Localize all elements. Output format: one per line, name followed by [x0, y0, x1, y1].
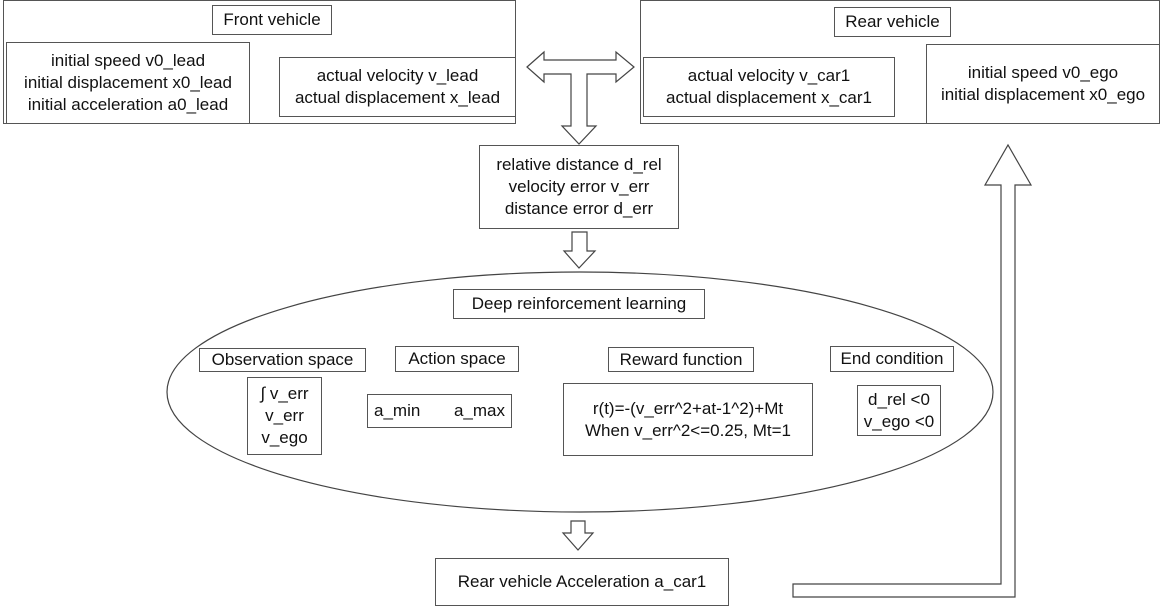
front-vehicle-title: Front vehicle: [212, 5, 332, 35]
end-d-rel: d_rel <0: [868, 389, 930, 409]
action-min: a_min: [374, 401, 421, 420]
feedback-arrow: [792, 143, 1033, 598]
front-initial-acceleration: initial acceleration a0_lead: [27, 95, 229, 114]
front-initial-displacement: initial displacement x0_lead: [24, 73, 232, 92]
action-space-box: a_min a_max: [367, 394, 512, 428]
obs-integral-v-err: ∫ v_err: [260, 384, 309, 403]
reward-condition: When v_err^2<=0.25, Mt=1: [585, 420, 791, 440]
errors-down-arrow: [562, 231, 597, 269]
drl-down-arrow: [561, 520, 595, 551]
rear-actual-box: actual velocity v_car1 actual displaceme…: [643, 57, 895, 117]
rear-actual-velocity: actual velocity v_car1: [687, 66, 851, 85]
front-actual-box: actual velocity v_lead actual displaceme…: [279, 57, 516, 117]
front-initial-box: initial speed v0_lead initial displaceme…: [6, 42, 250, 124]
rear-initial-speed: initial speed v0_ego: [967, 63, 1119, 82]
observation-space-label: Observation space: [199, 348, 366, 372]
action-max: a_max: [453, 401, 505, 420]
output-box: Rear vehicle Acceleration a_car1: [435, 558, 729, 606]
end-v-ego: v_ego <0: [863, 411, 935, 431]
drl-title: Deep reinforcement learning: [453, 289, 705, 319]
rear-actual-displacement: actual displacement x_car1: [665, 88, 872, 107]
end-condition-box: d_rel <0 v_ego <0: [857, 385, 941, 436]
front-actual-velocity: actual velocity v_lead: [316, 66, 479, 85]
relative-distance: relative distance d_rel: [496, 155, 662, 174]
observation-space-box: ∫ v_err v_err v_ego: [247, 377, 322, 455]
obs-v-ego: v_ego: [261, 428, 308, 447]
front-initial-speed: initial speed v0_lead: [50, 51, 206, 70]
rear-initial-displacement: initial displacement x0_ego: [940, 85, 1146, 104]
t-double-arrow: [526, 50, 635, 145]
errors-box: relative distance d_rel velocity error v…: [479, 145, 679, 229]
action-space-label: Action space: [395, 346, 519, 372]
reward-formula: r(t)=-(v_err^2+at-1^2)+Mt: [592, 398, 784, 418]
velocity-error: velocity error v_err: [508, 177, 650, 196]
front-actual-displacement: actual displacement x_lead: [294, 88, 501, 107]
rear-vehicle-title: Rear vehicle: [834, 7, 951, 37]
distance-error: distance error d_err: [504, 199, 654, 218]
obs-v-err: v_err: [265, 406, 304, 425]
reward-function-box: r(t)=-(v_err^2+at-1^2)+Mt When v_err^2<=…: [563, 383, 813, 456]
reward-function-label: Reward function: [608, 347, 754, 372]
end-condition-label: End condition: [830, 346, 954, 372]
rear-initial-box: initial speed v0_ego initial displacemen…: [926, 44, 1160, 124]
